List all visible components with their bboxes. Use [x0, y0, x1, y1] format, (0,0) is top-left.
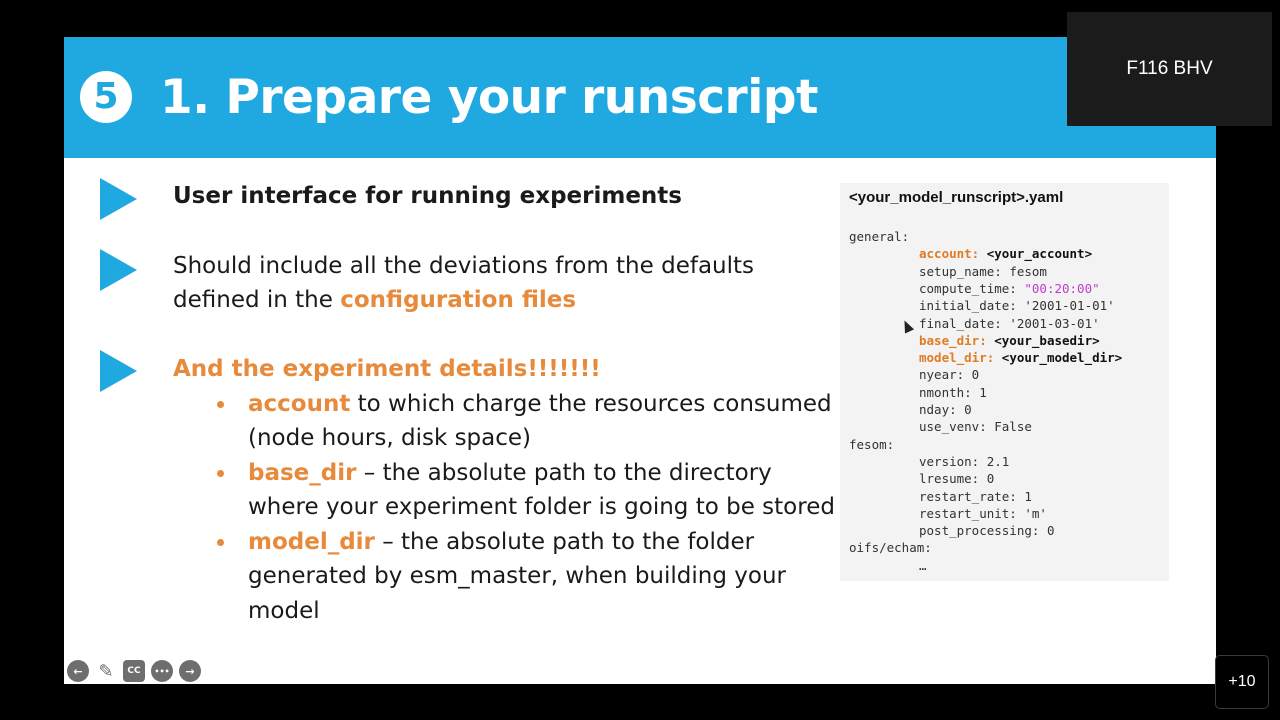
bullet-arrow-icon — [100, 350, 137, 392]
code-key: post_processing: — [919, 523, 1040, 539]
next-slide-button[interactable]: → — [179, 660, 201, 682]
previous-slide-button[interactable]: ← — [67, 660, 89, 682]
sub-bullet-base-dir-line2: where your experiment folder is going to… — [248, 494, 835, 520]
code-value: <your_account> — [979, 246, 1093, 262]
code-value: <your_model_dir> — [994, 350, 1123, 366]
code-value: 2.1 — [979, 453, 1010, 469]
yaml-code-snippet: <your_model_runscript>.yaml general: acco… — [840, 183, 1169, 581]
code-line: model_dir: <your_model_dir> — [919, 349, 1122, 366]
code-value: 0 — [979, 471, 995, 487]
code-line: account: <your_account> — [919, 245, 1092, 262]
closed-captions-button[interactable]: CC — [123, 660, 145, 682]
code-line: final_date: '2001-03-01' — [919, 315, 1100, 332]
code-key: model_dir: — [919, 350, 995, 366]
model-dir-keyword: model_dir — [248, 529, 375, 555]
base-dir-description: – the absolute path to the directory — [356, 460, 772, 486]
account-keyword: account — [248, 391, 351, 417]
sub-bullet-model-dir-line2: generated by esm_master, when building y… — [248, 563, 786, 589]
code-key: version: — [919, 453, 980, 469]
code-key: nday: — [919, 402, 957, 417]
code-line: fesom: — [849, 436, 894, 453]
code-value: 0 — [964, 367, 980, 383]
code-value: fesom — [1001, 263, 1047, 279]
code-key: account: — [919, 246, 980, 262]
code-value: 'm' — [1016, 505, 1047, 521]
code-line: post_processing: 0 — [919, 522, 1054, 539]
code-line: initial_date: '2001-01-01' — [919, 297, 1115, 314]
participant-name: F116 BHV — [1126, 58, 1213, 79]
code-key: setup_name: — [919, 263, 1002, 279]
code-line: setup_name: fesom — [919, 263, 1047, 280]
code-key: restart_unit: — [919, 505, 1017, 521]
more-options-button[interactable]: ••• — [151, 660, 173, 682]
bullet-2-prefix: defined in the — [173, 287, 341, 313]
code-key: general: — [849, 229, 910, 244]
code-line: general: — [849, 228, 909, 245]
pen-tool-icon[interactable]: ✎ — [98, 660, 114, 682]
code-key: base_dir: — [919, 332, 987, 348]
model-dir-description: – the absolute path to the folder — [374, 529, 755, 555]
sub-bullet-account-line2: (node hours, disk space) — [248, 425, 532, 451]
bullet-3-text: And the experiment details!!!!!!! — [173, 356, 601, 382]
code-key: use_venv: — [919, 419, 987, 435]
code-line: nday: 0 — [919, 401, 972, 418]
code-line: oifs/echam: — [849, 539, 932, 556]
bullet-2-line1: Should include all the deviations from t… — [173, 253, 755, 279]
code-value: "00:20:00" — [1016, 280, 1100, 296]
code-filename: <your_model_runscript>.yaml — [849, 189, 1064, 206]
code-value: 0 — [956, 402, 972, 417]
code-line: nyear: 0 — [919, 366, 979, 383]
sub-bullet-base-dir-line1: base_dir – the absolute path to the dire… — [248, 456, 772, 491]
code-value: '2001-03-01' — [1001, 315, 1100, 331]
bullet-arrow-icon — [100, 178, 137, 220]
sub-bullet-account-line1: account to which charge the resources co… — [248, 387, 832, 422]
account-description: to which charge the resources consumed — [350, 391, 832, 417]
presentation-slide: 5 1. Prepare your runscript User interfa… — [64, 37, 1216, 684]
code-key: initial_date: — [919, 298, 1017, 314]
code-value: 0 — [1039, 523, 1055, 539]
code-line: restart_rate: 1 — [919, 488, 1032, 505]
presentation-toolbar: ← ✎ CC ••• → — [67, 660, 201, 682]
configuration-files-highlight: configuration files — [340, 287, 577, 313]
sub-bullet-dot — [217, 470, 224, 477]
participant-video-tile[interactable]: F116 BHV — [1067, 12, 1272, 126]
more-participants-button[interactable]: +10 — [1215, 655, 1269, 709]
code-line: compute_time: "00:20:00" — [919, 280, 1100, 297]
code-line: base_dir: <your_basedir> — [919, 332, 1100, 349]
code-line: restart_unit: 'm' — [919, 505, 1047, 522]
bullet-1-text: User interface for running experiments — [173, 183, 682, 209]
code-line: use_venv: False — [919, 418, 1032, 435]
code-key: oifs/echam: — [849, 540, 932, 556]
code-key: nmonth: — [919, 384, 972, 400]
slide-title: 1. Prepare your runscript — [160, 70, 818, 125]
step-number-badge: 5 — [80, 71, 132, 123]
code-line: nmonth: 1 — [919, 384, 987, 401]
code-line: lresume: 0 — [919, 470, 994, 487]
bullet-2-line2: defined in the configuration files — [173, 283, 576, 317]
code-value: 1 — [971, 384, 987, 400]
code-line: … — [919, 557, 927, 574]
code-value: '2001-01-01' — [1016, 298, 1115, 314]
code-key: final_date: — [919, 315, 1002, 331]
sub-bullet-model-dir-line3: model — [248, 598, 320, 624]
sub-bullet-model-dir-line1: model_dir – the absolute path to the fol… — [248, 525, 754, 560]
code-value: <your_basedir> — [986, 332, 1100, 348]
code-value: False — [986, 419, 1032, 435]
code-key: fesom: — [849, 436, 895, 452]
code-key: restart_rate: — [919, 488, 1017, 504]
title-banner: 5 1. Prepare your runscript — [64, 37, 1216, 158]
bullet-arrow-icon — [100, 249, 137, 291]
code-value: 1 — [1016, 488, 1032, 504]
base-dir-keyword: base_dir — [248, 460, 357, 486]
code-key: lresume: — [919, 471, 980, 487]
sub-bullet-dot — [217, 539, 224, 546]
code-key: … — [919, 557, 927, 573]
code-key: nyear: — [919, 367, 965, 383]
code-line: version: 2.1 — [919, 453, 1009, 470]
sub-bullet-dot — [217, 401, 224, 408]
code-key: compute_time: — [919, 280, 1017, 296]
